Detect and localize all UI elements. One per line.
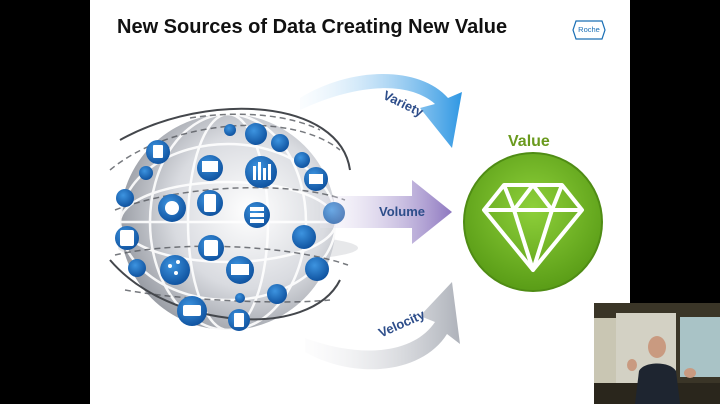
- roche-logo: Roche: [572, 20, 606, 40]
- variety-arrow-icon: [300, 74, 462, 148]
- logo-text: Roche: [578, 25, 600, 34]
- data-globe-icon: [109, 107, 358, 332]
- value-label: Value: [508, 133, 550, 150]
- presenter-video: [594, 303, 720, 404]
- slide-artwork: [109, 74, 603, 370]
- globe-data-icons: [115, 123, 345, 331]
- volume-label: Volume: [379, 204, 425, 219]
- presentation-slide: New Sources of Data Creating New Value R…: [90, 0, 630, 404]
- value-gem-icon: [463, 152, 603, 292]
- volume-arrow-icon: [320, 180, 452, 244]
- slide-title: New Sources of Data Creating New Value: [117, 16, 508, 38]
- velocity-arrow-icon: [305, 282, 460, 370]
